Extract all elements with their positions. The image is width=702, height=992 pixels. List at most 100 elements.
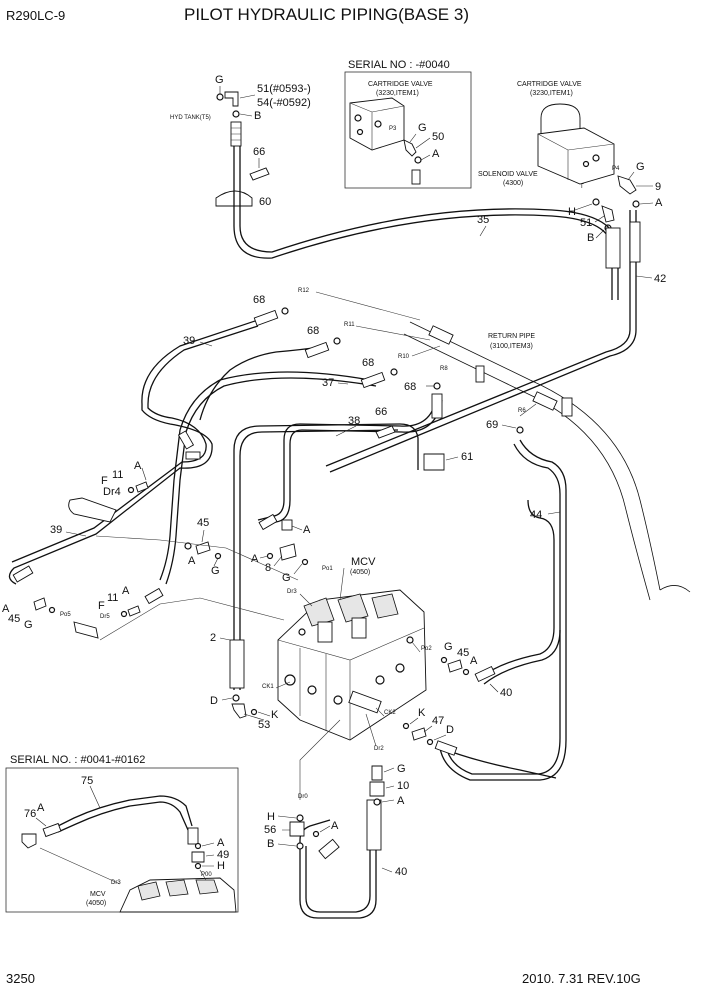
inset-oring-h — [194, 862, 202, 870]
mcv-port — [307, 685, 317, 695]
callout-a-l2: A — [2, 603, 10, 615]
return-pipe-end — [659, 585, 691, 593]
oring-a-m3 — [266, 552, 274, 560]
hose-end-ck2 — [434, 740, 458, 756]
inset-hose-end-49 — [187, 827, 199, 845]
hose-end-40b — [366, 799, 382, 851]
leader-39b — [65, 531, 87, 537]
inset-port-dr3: Dr3 — [111, 880, 121, 886]
pipe-2-inner — [239, 429, 399, 690]
oring-a-b2 — [312, 830, 320, 838]
callout-g-m2: G — [282, 572, 291, 584]
pipe-routes — [8, 146, 691, 919]
cartridge-valve-label: CARTRIDGE VALVE — [517, 81, 582, 88]
callout-51-top: 51(#0593-) — [257, 83, 311, 95]
solenoid-valve-label: SOLENOID VALVE — [478, 171, 538, 178]
callout-a-b2: A — [331, 820, 339, 832]
port-dr0: Dr0 — [298, 794, 308, 800]
leader-69 — [501, 424, 517, 429]
oring-b-top — [232, 110, 240, 118]
callout-d-l: D — [210, 695, 218, 707]
oring-h-b — [296, 814, 304, 822]
mcv-spool-cap — [371, 593, 399, 619]
port-dr5: Dr5 — [100, 614, 110, 620]
oring-l3 — [120, 610, 128, 618]
oring-68c — [390, 368, 398, 376]
inset-top-title: SERIAL NO : -#0040 — [348, 59, 450, 71]
oring-g-top — [216, 93, 224, 101]
callout-68a: 68 — [253, 294, 265, 306]
pipe-39 — [8, 319, 259, 585]
inset-top-cartridge-ref: (3230,ITEM1) — [376, 90, 419, 97]
fitting-45-l2 — [33, 597, 47, 611]
callout-11-l3: 11 — [107, 592, 118, 604]
leader-37 — [337, 382, 349, 385]
inset-elbow-fitting — [403, 139, 417, 157]
callout-68d: 68 — [404, 381, 416, 393]
leader-2 — [219, 637, 231, 641]
hose-end-knurl — [231, 127, 241, 141]
callout-42: 42 — [654, 273, 666, 285]
pipe-44 — [439, 439, 567, 781]
return-pipe-lower — [403, 333, 651, 601]
callout-45a: 45 — [197, 517, 209, 529]
fitting-38 — [281, 519, 293, 531]
callout-53: 53 — [258, 719, 270, 731]
callout-k-r: K — [418, 707, 426, 719]
inset-cartridge-valve-edges — [349, 102, 405, 150]
callout-a-l1: A — [134, 460, 142, 472]
pipe-39-inner — [11, 325, 259, 563]
inset-port-hole — [354, 114, 362, 122]
mcv-port — [333, 695, 343, 705]
oring-g-m2 — [301, 558, 309, 566]
oring-g-r1 — [440, 656, 448, 664]
inset-oring — [414, 156, 422, 164]
model-number: R290LC-9 — [6, 8, 65, 23]
return-fitting-block-r6 — [532, 391, 558, 411]
port-r12: R12 — [298, 288, 310, 294]
inset-bottom-title: SERIAL NO. : #0041-#0162 — [10, 754, 145, 766]
port-r10: R10 — [398, 354, 410, 360]
callout-68c: 68 — [362, 357, 374, 369]
callout-d-r: D — [446, 724, 454, 736]
fitting-left-a — [185, 451, 201, 460]
inset-pipe-75-inner — [57, 801, 189, 833]
pipe-35-inner — [239, 146, 619, 300]
oring-k-r — [402, 722, 410, 730]
page-title: PILOT HYDRAULIC PIPING(BASE 3) — [184, 5, 469, 24]
oring-g-l2 — [48, 606, 56, 614]
callout-69: 69 — [486, 419, 498, 431]
callout-60: 60 — [259, 196, 271, 208]
solenoid-port-hole — [582, 160, 590, 168]
leader-38 — [335, 425, 357, 437]
tee-fitting-8 — [279, 543, 297, 561]
callout-56: 56 — [264, 824, 276, 836]
inset-callout-a1: A — [37, 802, 45, 814]
callout-g-l2: G — [24, 619, 33, 631]
oring-a-r1 — [462, 668, 470, 676]
pipe-38 — [257, 399, 437, 521]
callout-38: 38 — [348, 415, 360, 427]
callout-39a: 39 — [183, 335, 195, 347]
port-po2: Po2 — [421, 646, 432, 652]
mcv-ref: (4050) — [350, 569, 370, 576]
inset-port-hole — [356, 128, 364, 136]
port-po5: Po5 — [60, 612, 71, 618]
port-dr2: Dr2 — [374, 746, 384, 752]
left-leader-lines — [95, 535, 299, 641]
callout-45-l2: 45 — [8, 613, 20, 625]
pipe-44-inner — [445, 443, 561, 775]
callout-a-b: A — [397, 795, 405, 807]
callout-37: 37 — [322, 377, 334, 389]
leader-a-m2 — [291, 525, 303, 531]
inset-callout-49: 49 — [217, 849, 229, 861]
hose-end-2 — [229, 639, 245, 689]
inset-callout-75: 75 — [81, 775, 93, 787]
fitting-11-l3 — [127, 605, 141, 617]
inset-top-cartridge-label: CARTRIDGE VALVE — [368, 81, 433, 88]
solenoid-valve-edges — [537, 133, 615, 180]
hose-end-left-b — [12, 565, 34, 583]
inset-oring-a — [194, 842, 202, 850]
hose-end-40b-left — [318, 838, 340, 860]
callout-g-r1: G — [444, 641, 453, 653]
